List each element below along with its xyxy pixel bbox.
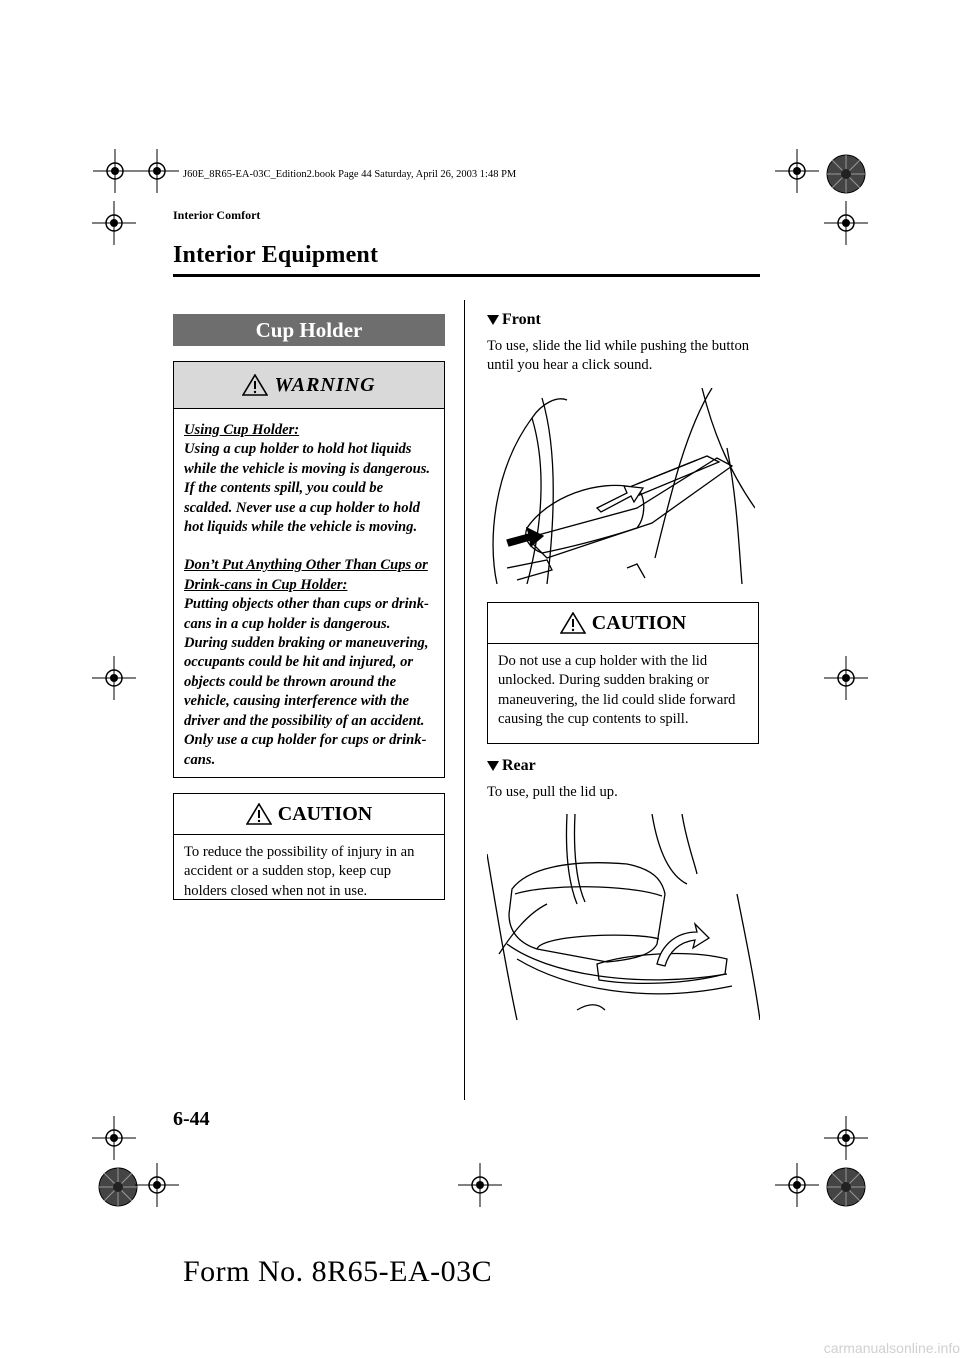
cup-holder-banner: Cup Holder: [173, 314, 445, 346]
color-wheel-icon: [826, 154, 866, 194]
warning-heading-objects: Don’t Put Anything Other Than Cups or Dr…: [184, 557, 428, 593]
page-title: Interior Equipment: [173, 242, 379, 268]
caution-box-left: CAUTION To reduce the possibility of inj…: [173, 793, 445, 900]
color-wheel-icon: [826, 1167, 866, 1207]
caution-title: CAUTION: [277, 802, 373, 825]
down-triangle-icon: [487, 760, 499, 772]
registration-mark-icon: [135, 149, 179, 193]
warning-title: WARNING: [274, 373, 376, 396]
registration-mark-icon: [92, 656, 136, 700]
registration-mark-icon: [92, 1116, 136, 1160]
caution-body: Do not use a cup holder with the lid unl…: [498, 653, 736, 728]
down-triangle-icon: [487, 314, 499, 326]
registration-mark-icon: [824, 201, 868, 245]
rear-cup-holder-illustration: [487, 814, 760, 1020]
registration-mark-icon: [775, 149, 819, 193]
registration-mark-icon: [93, 149, 137, 193]
form-number: Form No. 8R65-EA-03C: [183, 1255, 493, 1288]
rear-instructions: To use, pull the lid up.: [487, 784, 618, 800]
title-rule: [173, 274, 760, 277]
registration-mark-icon: [775, 1163, 819, 1207]
page-number: 6-44: [173, 1108, 210, 1130]
registration-mark-icon: [824, 656, 868, 700]
warning-body: Using Cup Holder: Using a cup holder to …: [174, 409, 444, 778]
color-wheel-icon: [98, 1167, 138, 1207]
front-instructions: To use, slide the lid while pushing the …: [487, 338, 750, 374]
caution-header: CAUTION: [174, 794, 444, 835]
front-heading-text: Front: [502, 311, 541, 328]
registration-mark-icon: [458, 1163, 502, 1207]
registration-mark-icon: [824, 1116, 868, 1160]
watermark-text: carmanualsonline.info: [823, 1340, 960, 1356]
rear-heading: Rear: [487, 757, 536, 775]
front-heading: Front: [487, 311, 541, 329]
registration-mark-icon: [92, 201, 136, 245]
caution-box-front: CAUTION Do not use a cup holder with the…: [487, 602, 759, 744]
caution-title: CAUTION: [591, 611, 687, 634]
warning-paragraph: Using a cup holder to hold hot liquids w…: [184, 441, 431, 536]
column-divider: [464, 300, 465, 1100]
front-cup-holder-illustration: [487, 388, 755, 584]
color-wheel-icon: [98, 154, 138, 194]
warning-triangle-icon: [242, 374, 269, 396]
registration-mark-icon: [92, 1163, 136, 1207]
warning-paragraph: During sudden braking or maneuvering, oc…: [184, 635, 429, 768]
warning-paragraph: Putting objects other than cups or drink…: [184, 596, 429, 632]
warning-box: WARNING Using Cup Holder: Using a cup ho…: [173, 361, 445, 778]
warning-header: WARNING: [174, 362, 444, 409]
section-label: Interior Comfort: [173, 208, 261, 222]
caution-header: CAUTION: [488, 603, 758, 644]
warning-heading-using: Using Cup Holder:: [184, 422, 300, 438]
book-header: J60E_8R65-EA-03C_Edition2.book Page 44 S…: [183, 169, 517, 180]
caution-triangle-icon: [245, 803, 272, 825]
caution-body: To reduce the possibility of injury in a…: [184, 844, 415, 899]
rear-heading-text: Rear: [502, 757, 536, 774]
caution-triangle-icon: [559, 612, 586, 634]
registration-mark-icon: [135, 1163, 179, 1207]
